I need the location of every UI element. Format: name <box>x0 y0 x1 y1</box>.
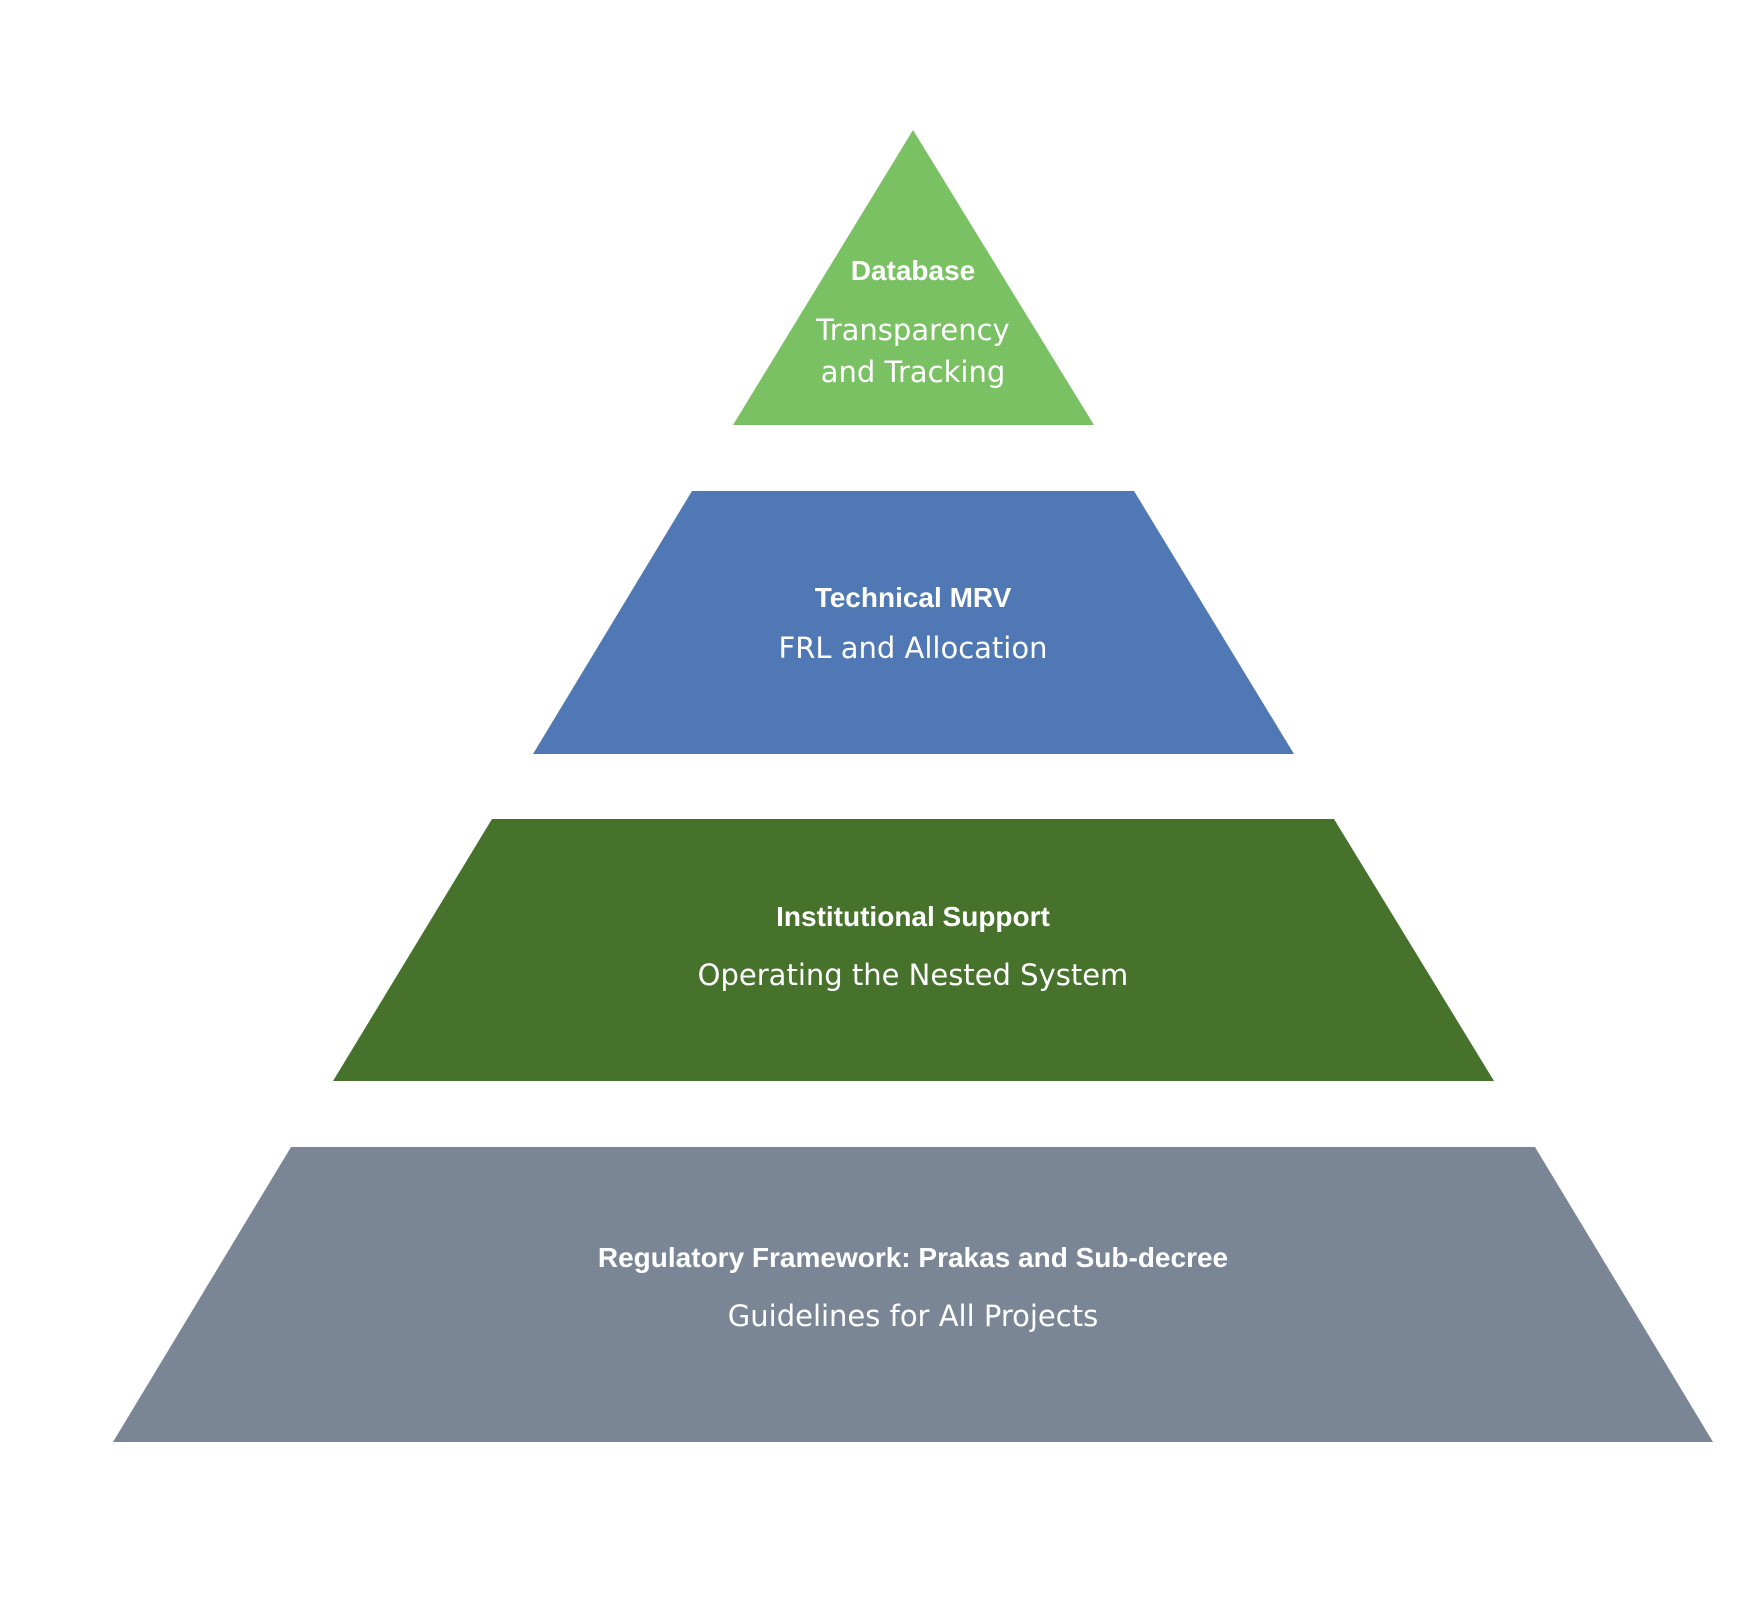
tier-technical-mrv-shape <box>533 491 1294 754</box>
tier-database: Database Transparency and Tracking <box>733 130 1094 425</box>
tier-technical-mrv-title: Technical MRV <box>815 582 1012 613</box>
tier-database-shape <box>733 130 1094 425</box>
tier-institutional-support-shape <box>333 819 1494 1081</box>
tier-regulatory-framework: Regulatory Framework: Prakas and Sub-dec… <box>113 1147 1713 1442</box>
tier-institutional-support: Institutional Support Operating the Nest… <box>333 819 1494 1081</box>
tier-database-subtitle-line-1: Transparency <box>815 313 1009 347</box>
tier-technical-mrv-subtitle: FRL and Allocation <box>779 631 1048 665</box>
tier-institutional-support-title: Institutional Support <box>776 901 1050 932</box>
tier-regulatory-framework-subtitle: Guidelines for All Projects <box>728 1299 1098 1333</box>
tier-database-subtitle-line-2: and Tracking <box>821 355 1006 389</box>
tier-institutional-support-subtitle: Operating the Nested System <box>698 958 1129 992</box>
tier-database-title: Database <box>851 255 976 286</box>
tier-regulatory-framework-shape <box>113 1147 1713 1442</box>
tier-regulatory-framework-title: Regulatory Framework: Prakas and Sub-dec… <box>598 1242 1228 1273</box>
tier-technical-mrv: Technical MRV FRL and Allocation <box>533 491 1294 754</box>
